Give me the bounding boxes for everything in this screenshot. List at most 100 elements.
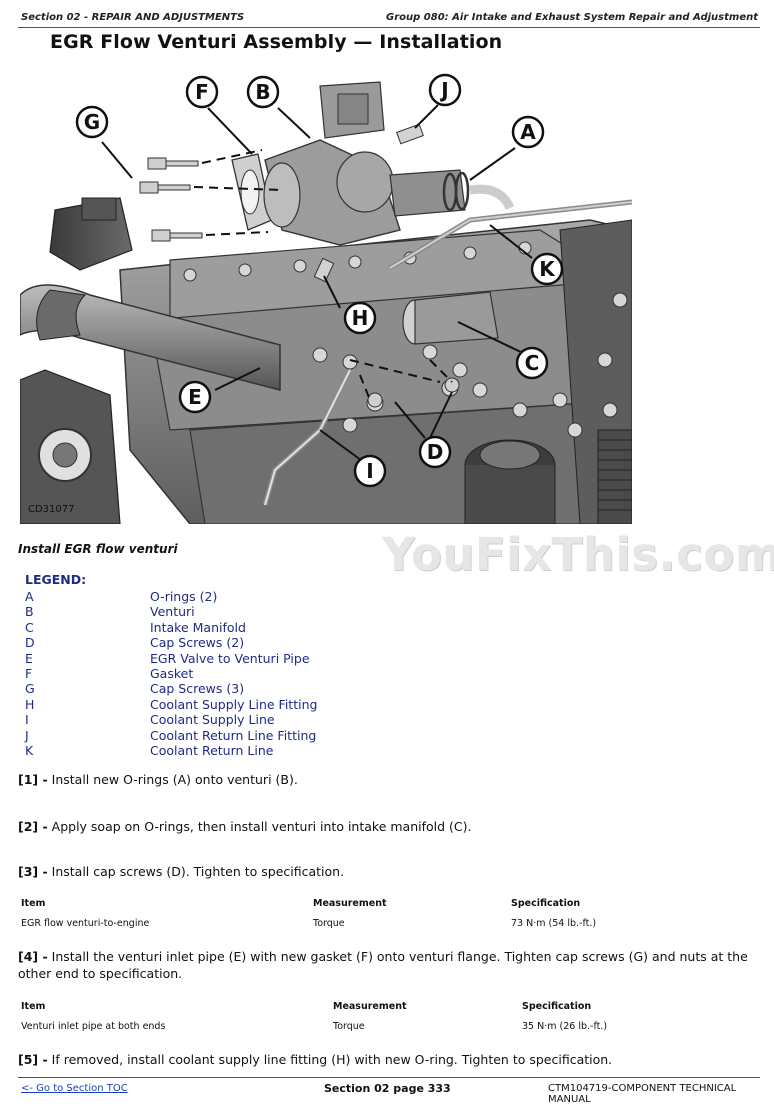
legend-key: C <box>25 619 34 635</box>
engine-figure: A B C D E F G H I J K CD31077 <box>19 70 633 525</box>
callout-a: A <box>511 115 545 149</box>
figure-code: CD31077 <box>28 504 75 515</box>
table-cell-measurement: Torque <box>333 1021 365 1032</box>
step-text: Apply soap on O-rings, then install vent… <box>51 819 472 834</box>
callout-letter: G <box>84 110 100 134</box>
table-header-item: Item <box>21 1001 46 1012</box>
table-header-row: Item Measurement Specification <box>18 1001 760 1021</box>
spec-table-1: Item Measurement Specification EGR flow … <box>18 898 760 938</box>
legend-item: I Coolant Supply Line <box>25 712 317 727</box>
table-cell-specification: 73 N·m (54 lb.-ft.) <box>511 918 597 929</box>
table-header-specification: Specification <box>522 1001 592 1012</box>
callout-b: B <box>246 75 280 109</box>
legend-label: Coolant Return Line Fitting <box>150 727 317 743</box>
legend-item: F Gasket <box>25 666 317 681</box>
legend-label: Cap Screws (3) <box>150 681 245 697</box>
callout-g: G <box>75 105 109 139</box>
legend-item: A O-rings (2) <box>25 589 317 604</box>
legend-label: Gasket <box>150 665 194 681</box>
table-cell-item: EGR flow venturi-to-engine <box>21 918 150 929</box>
legend-item: J Coolant Return Line Fitting <box>25 728 317 743</box>
step-text: Install the venturi inlet pipe (E) with … <box>18 949 748 981</box>
callout-letter: D <box>427 440 444 464</box>
table-cell-specification: 35 N·m (26 lb.-ft.) <box>522 1021 608 1032</box>
callout-h: H <box>343 301 377 335</box>
legend-item: C Intake Manifold <box>25 620 317 635</box>
legend-label: Coolant Return Line <box>150 742 274 758</box>
legend-label: Coolant Supply Line Fitting <box>150 696 318 712</box>
header-group-label: Group 080: Air Intake and Exhaust System… <box>386 12 758 23</box>
legend-item: G Cap Screws (3) <box>25 681 317 696</box>
site-watermark: YouFixThis.com <box>382 528 774 581</box>
step-text: If removed, install coolant supply line … <box>51 1052 613 1067</box>
callout-letter: J <box>439 78 448 102</box>
legend-label: Cap Screws (2) <box>150 635 245 651</box>
step-text: Install cap screws (D). Tighten to speci… <box>51 864 345 879</box>
callout-letter: C <box>525 351 540 375</box>
callout-d: D <box>418 435 452 469</box>
callout-letter: K <box>539 257 556 281</box>
section-toc-link[interactable]: <- Go to Section TOC <box>21 1083 128 1094</box>
legend-item: H Coolant Supply Line Fitting <box>25 697 317 712</box>
legend-key: D <box>25 635 35 651</box>
legend-item: D Cap Screws (2) <box>25 635 317 650</box>
footer-divider <box>18 1077 760 1078</box>
callout-letter: E <box>188 385 202 409</box>
table-header-measurement: Measurement <box>313 898 387 909</box>
header-section-label: Section 02 - REPAIR AND ADJUSTMENTS <box>21 12 245 23</box>
manual-id: CTM104719-COMPONENT TECHNICAL MANUAL <box>548 1083 737 1105</box>
step-4: [4] - Install the venturi inlet pipe (E)… <box>18 948 760 982</box>
table-header-item: Item <box>21 898 46 909</box>
page-number: Section 02 page 333 <box>324 1082 451 1095</box>
table-header-measurement: Measurement <box>333 1001 407 1012</box>
legend-title: LEGEND: <box>25 572 87 587</box>
step-5: [5] - If removed, install coolant supply… <box>18 1051 760 1068</box>
legend-label: O-rings (2) <box>150 589 218 604</box>
engine-block-drawing <box>19 81 633 525</box>
step-number: [1] - <box>18 772 48 787</box>
procedure-subheading: Install EGR flow venturi <box>18 542 178 556</box>
callout-f: F <box>185 75 219 109</box>
callout-letter: B <box>255 80 270 104</box>
callout-j: J <box>428 73 462 107</box>
legend-label: Coolant Supply Line <box>150 712 275 728</box>
alignment-dashes <box>193 149 453 401</box>
callout-letter: F <box>195 80 209 104</box>
callout-letter: I <box>366 459 373 483</box>
table-row: Venturi inlet pipe at both ends Torque 3… <box>18 1021 760 1041</box>
legend-label: Intake Manifold <box>150 619 246 635</box>
legend-key: E <box>25 650 33 666</box>
step-2: [2] - Apply soap on O-rings, then instal… <box>18 818 760 835</box>
spec-table-2: Item Measurement Specification Venturi i… <box>18 1001 760 1041</box>
callout-letter: H <box>352 306 369 330</box>
callout-k: K <box>530 252 564 286</box>
legend-key: I <box>25 712 29 728</box>
table-header-row: Item Measurement Specification <box>18 898 760 918</box>
legend-key: H <box>25 696 35 712</box>
legend-label: Venturi <box>150 604 195 620</box>
legend-label: EGR Valve to Venturi Pipe <box>150 650 310 666</box>
legend-key: G <box>25 681 35 697</box>
callout-i: I <box>353 454 387 488</box>
step-3: [3] - Install cap screws (D). Tighten to… <box>18 863 760 880</box>
step-number: [4] - <box>18 949 48 964</box>
legend-key: J <box>25 727 29 743</box>
legend-item: E EGR Valve to Venturi Pipe <box>25 651 317 666</box>
callout-markers: A B C D E F G H I J K <box>75 73 564 488</box>
step-number: [5] - <box>18 1052 48 1067</box>
table-cell-measurement: Torque <box>313 918 345 929</box>
legend-key: F <box>25 665 33 681</box>
legend-key: A <box>25 589 34 604</box>
table-cell-item: Venturi inlet pipe at both ends <box>21 1021 166 1032</box>
step-text: Install new O-rings (A) onto venturi (B)… <box>51 772 298 787</box>
callout-leaders <box>101 104 533 464</box>
page-title: EGR Flow Venturi Assembly — Installation <box>50 31 503 53</box>
callout-letter: A <box>520 120 536 144</box>
table-header-specification: Specification <box>511 898 581 909</box>
step-number: [2] - <box>18 819 48 834</box>
header-divider <box>18 27 760 28</box>
